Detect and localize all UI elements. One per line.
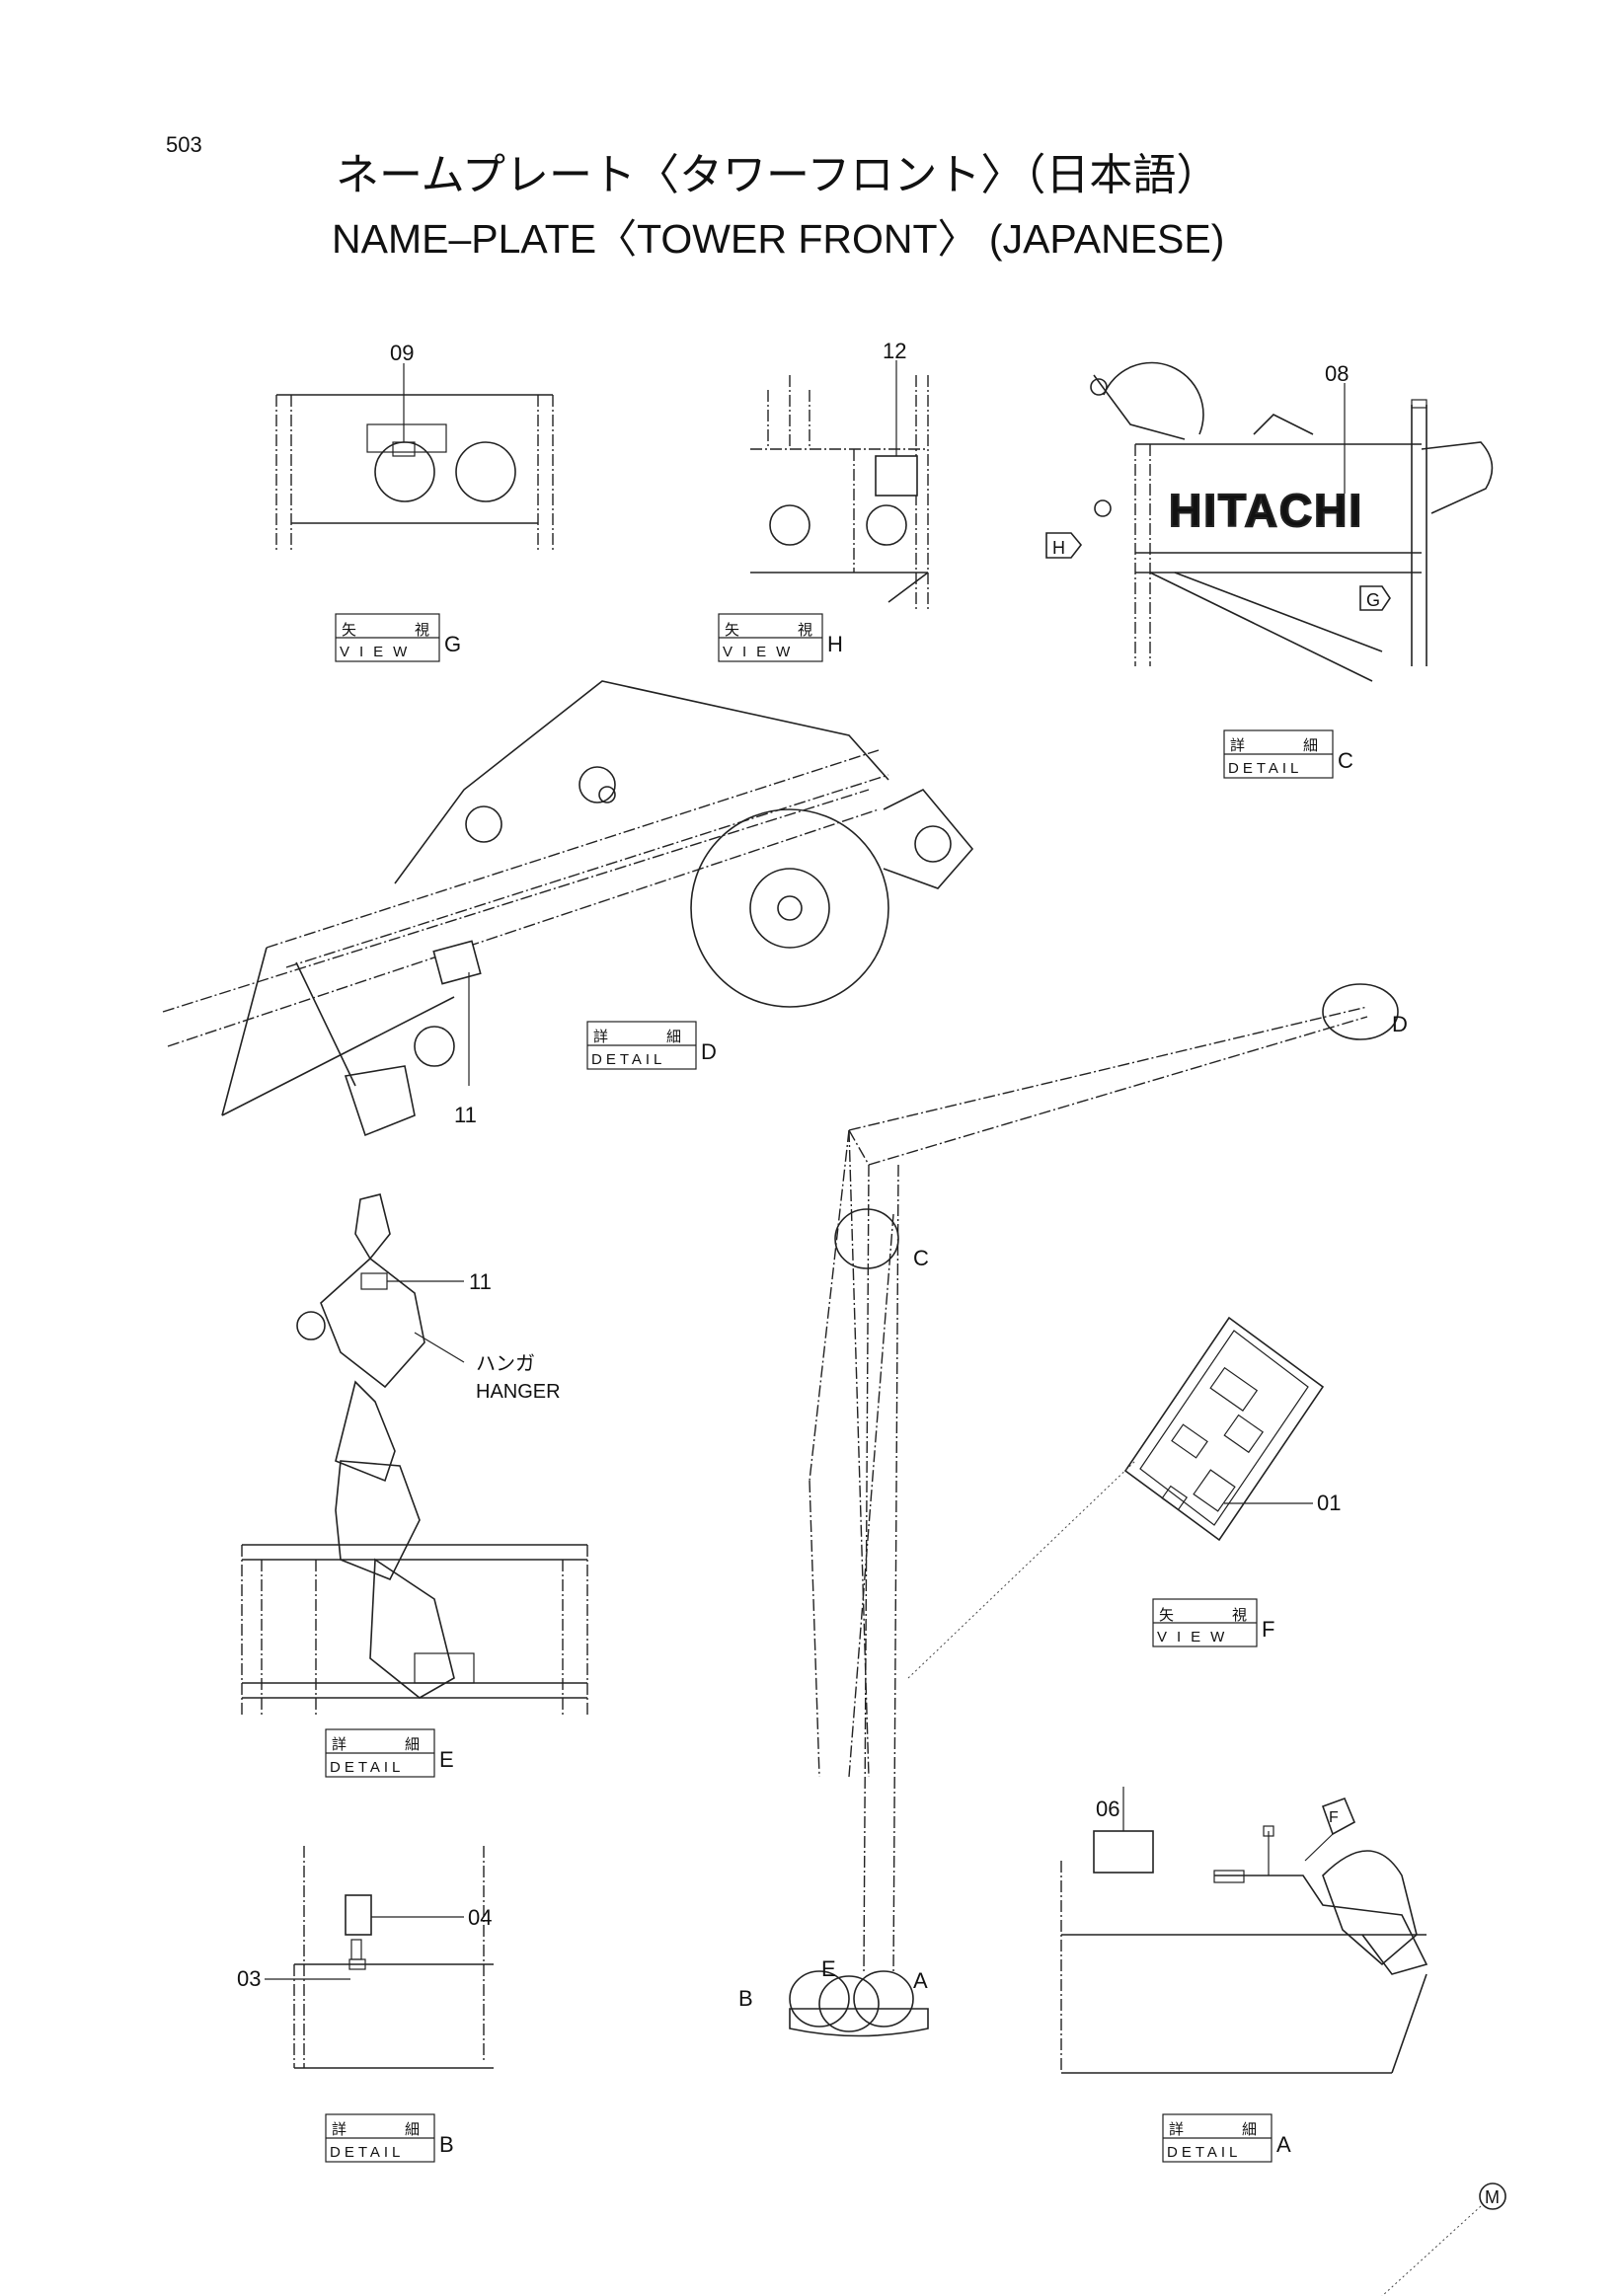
part-number-11-detail-d: 11 [454,1103,477,1127]
crane-marker-b: B [738,1986,753,2011]
callout-jp-2: 細 [1303,737,1318,754]
detail-b-drawing [265,1846,494,2069]
view-h-drawing [750,360,929,612]
callout-detail-a: 詳 細 DETAIL A [1162,2113,1291,2163]
detail-letter-c: C [1338,748,1353,773]
detail-d-drawing [162,680,974,1137]
crane-marker-e: E [821,1956,836,1981]
view-letter-f: F [1262,1617,1274,1642]
callout-jp-1: 矢 [1159,1607,1174,1624]
callout-detail-b: 詳 細 DETAIL B [325,2113,454,2163]
circle-m-mark [1381,2182,1506,2296]
callout-en: DETAIL [1228,760,1302,777]
part-number-01: 01 [1317,1491,1341,1515]
part-number-11-detail-e: 11 [469,1269,492,1294]
view-letter-h: H [827,632,843,656]
arrow-tag-h: H [1052,538,1065,558]
title-english: NAME–PLATE〈TOWER FRONT〉 (JAPANESE) [332,216,1224,262]
callout-view-f: 矢 視 VIEW F [1152,1598,1274,1647]
hitachi-logo: HITACHI [1169,485,1363,536]
detail-letter-b: B [439,2132,454,2157]
callout-jp-2: 細 [405,1736,420,1753]
crane-marker-c: C [913,1246,929,1270]
view-f-drawing [907,1316,1325,1679]
callout-view-g: 矢 視 VIEW G [335,613,461,662]
detail-c-drawing: HITACHI [1045,361,1494,682]
callout-jp-1: 矢 [725,622,739,639]
detail-letter-d: D [701,1039,717,1064]
callout-jp-1: 詳 [593,1029,608,1045]
callout-en: VIEW [340,644,417,660]
callout-en: DETAIL [1167,2144,1241,2161]
hanger-label-jp: ハンガ [476,1352,535,1375]
callout-jp-1: 詳 [1169,2121,1184,2138]
arrow-tag-g: G [1366,590,1380,610]
crane-marker-a: A [913,1968,928,1993]
view-g-drawing [275,363,554,553]
part-number-04: 04 [468,1905,492,1930]
callout-jp-2: 視 [798,622,812,639]
callout-jp-1: 詳 [332,1736,347,1753]
circle-m-letter: M [1485,2187,1500,2207]
part-number-08: 08 [1325,361,1349,386]
callout-jp-2: 細 [405,2121,420,2138]
crane-marker-d: D [1392,1012,1408,1036]
callout-jp-2: 視 [415,622,429,639]
detail-letter-a: A [1276,2132,1291,2157]
part-number-12: 12 [883,339,906,363]
callout-detail-d: 詳 細 DETAIL D [586,1021,717,1070]
callout-jp-1: 詳 [332,2121,347,2138]
part-number-09: 09 [390,341,414,365]
arrow-tag-f: F [1329,1809,1339,1826]
part-number-03: 03 [237,1966,261,1991]
callout-detail-c: 詳 細 DETAIL C [1223,729,1353,779]
callout-en: DETAIL [330,2144,404,2161]
page-number: 503 [166,132,202,157]
hanger-label-en: HANGER [476,1381,561,1403]
callout-detail-e: 詳 細 DETAIL E [325,1728,454,1778]
callout-jp-2: 細 [1242,2121,1257,2138]
detail-letter-e: E [439,1747,454,1772]
callout-view-h: 矢 視 VIEW H [718,613,843,662]
callout-en: DETAIL [591,1051,665,1068]
callout-jp-1: 詳 [1230,737,1245,754]
callout-en: DETAIL [330,1759,404,1776]
part-number-06: 06 [1096,1797,1119,1821]
callout-jp-2: 視 [1232,1607,1247,1624]
callout-en: VIEW [1157,1629,1234,1645]
callout-en: VIEW [723,644,800,660]
callout-jp-2: 細 [666,1029,681,1045]
title-japanese: ネームプレート〈タワーフロント〉（日本語） [336,151,1219,199]
callout-jp-1: 矢 [342,622,356,639]
detail-e-drawing [241,1193,588,1718]
crane-overview [789,983,1399,2037]
view-letter-g: G [444,632,461,656]
detail-a-drawing [1060,1787,1428,2074]
